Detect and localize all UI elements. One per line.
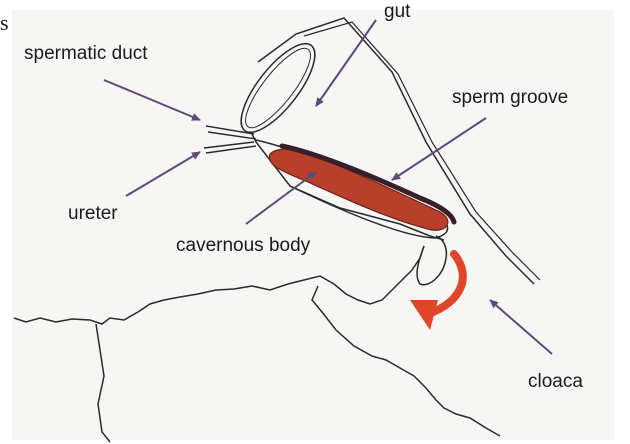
spermatic-duct-pointer-arrow (104, 80, 200, 120)
cloaca-pointer-arrow (490, 300, 552, 354)
edge-letter: s (0, 12, 9, 34)
gut-outline-inner (304, 22, 540, 280)
flow-arrow-head (410, 300, 438, 330)
ureter-pointer-arrow (126, 152, 200, 196)
sperm-groove-pointer-arrow (392, 118, 486, 180)
body-outline-lower (96, 324, 110, 442)
cloacal-fold (417, 236, 446, 285)
gut-opening (229, 33, 327, 143)
body-outline-left (14, 246, 424, 324)
gut-label: gut (384, 2, 410, 21)
ureter-line (204, 142, 256, 153)
ureter-label: ureter (68, 204, 118, 223)
spermatic-duct-label: spermatic duct (24, 44, 148, 63)
cavernous-body-label: cavernous body (176, 236, 310, 255)
cavernous-body-pointer-arrow (246, 172, 316, 224)
cloaca-label: cloaca (528, 372, 583, 391)
cloaca-wall-lower (312, 286, 500, 436)
sperm-groove-label: sperm groove (452, 88, 568, 107)
gut-pointer-arrow (316, 20, 376, 106)
